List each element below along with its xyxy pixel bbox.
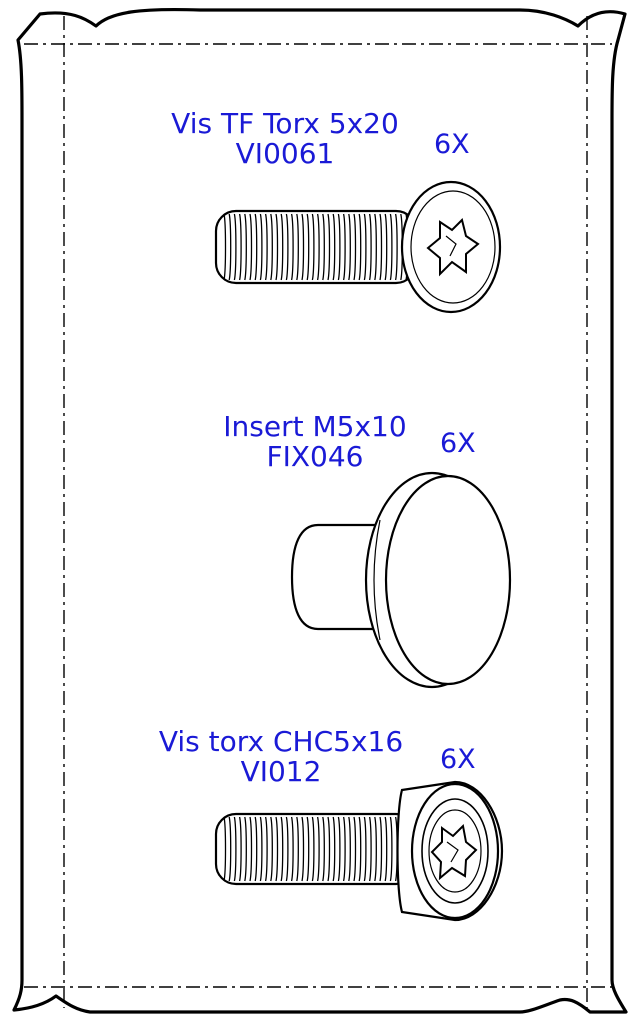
part-2-quantity: 6X <box>440 428 476 459</box>
part-1-ref: VI0061 <box>235 137 335 170</box>
part-2-label: Insert M5x10 FIX046 <box>200 413 430 471</box>
part-3-name: Vis torx CHC5x16 <box>158 725 404 758</box>
countersunk-torx-screw-drawing <box>214 180 502 314</box>
insert-drawing <box>290 471 512 689</box>
part-3-ref: VI012 <box>240 755 322 788</box>
cap-torx-screw-drawing <box>214 780 504 922</box>
part-2-ref: FIX046 <box>266 440 364 473</box>
part-1-label: Vis TF Torx 5x20 VI0061 <box>150 110 420 168</box>
part-3-label: Vis torx CHC5x16 VI012 <box>126 728 436 786</box>
part-1-name: Vis TF Torx 5x20 <box>171 107 399 140</box>
part-2-name: Insert M5x10 <box>223 410 407 443</box>
part-3-quantity: 6X <box>440 744 476 775</box>
part-1-quantity: 6X <box>434 129 470 160</box>
